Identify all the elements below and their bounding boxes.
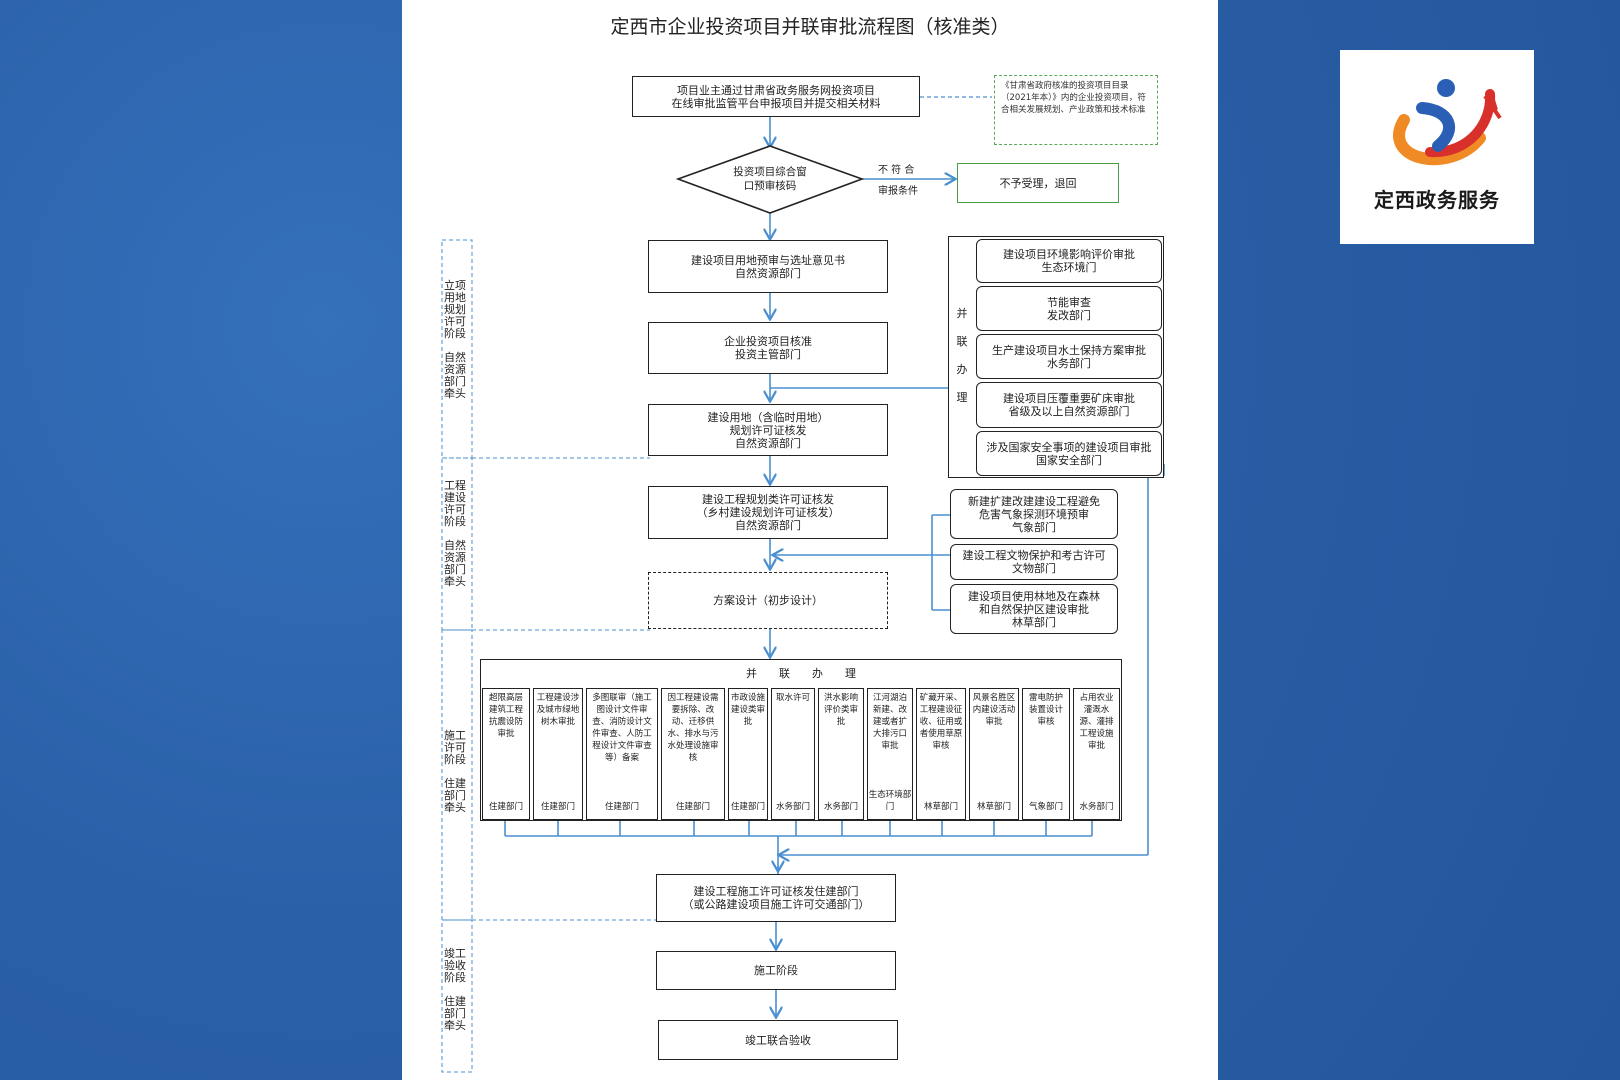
parallel3-col-greenery: 工程建设涉及城市绿地树木审批 住建部门 <box>533 688 583 820</box>
col-text: 工程建设涉及城市绿地树木审批 <box>536 693 580 727</box>
stage-lead: 自然资源部门牵头 <box>444 539 466 588</box>
col-dept: 林草部门 <box>923 802 958 812</box>
col-text: 占用农业灌溉水源、灌排工程设施审批 <box>1079 693 1114 751</box>
stage-label-engineering: 工程建设许可阶段 自然资源部门牵头 <box>444 480 470 588</box>
step-project-approval: 企业投资项目核准 投资主管部门 <box>648 322 888 374</box>
parallel3-col-irrigation: 占用农业灌溉水源、灌排工程设施审批 水务部门 <box>1073 688 1120 820</box>
reject-box: 不予受理，退回 <box>957 163 1119 203</box>
stage-name: 立项用地规划许可阶段 <box>444 279 466 340</box>
logo-text: 定西政务服务 <box>1374 188 1500 212</box>
stage-name: 施工许可阶段 <box>444 729 466 766</box>
step-completion-acceptance: 竣工联合验收 <box>658 1020 898 1060</box>
start-box: 项目业主通过甘肃省政务服务网投资项目 在线审批监管平台申报项目并提交相关材料 <box>632 76 920 117</box>
col-dept: 气象部门 <box>1028 802 1063 812</box>
stage-name: 工程建设许可阶段 <box>444 479 466 528</box>
parallel1-env-impact: 建设项目环境影响评价审批 生态环境门 <box>976 239 1162 283</box>
col-dept: 住建部门 <box>604 802 639 812</box>
col-text: 矿藏开采、工程建设征收、征用或者使用草原审核 <box>919 693 963 751</box>
parallel1-national-security: 涉及国家安全事项的建设项目审批 国家安全部门 <box>976 431 1162 476</box>
government-service-logo-icon <box>1393 79 1502 166</box>
stage-label-completion: 竣工验收阶段 住建部门牵头 <box>444 948 470 1032</box>
col-dept: 生态环境部门 <box>868 790 912 812</box>
parallel3-col-water-intake: 取水许可 水务部门 <box>771 688 815 820</box>
parallel3-col-sewage-outlet: 江河湖泊新建、改建或者扩大排污口审批 生态环境部门 <box>867 688 913 820</box>
col-text: 取水许可 <box>775 693 810 703</box>
step-construction-permit: 建设工程施工许可证核发住建部门 （或公路建设项目施工许可交通部门） <box>656 874 896 922</box>
parallel1-soil-water: 生产建设项目水土保持方案审批 水务部门 <box>976 334 1162 379</box>
step-engineering-planning-permit: 建设工程规划类许可证核发 （乡村建设规划许可证核发） 自然资源部门 <box>648 486 888 539</box>
catalog-note: 《甘肃省政府核准的投资项目目录（2021年本）》内的企业投资项目，符合相关发展规… <box>994 75 1158 145</box>
col-text: 超限高层建筑工程抗震设防审批 <box>488 693 523 739</box>
col-dept: 水务部门 <box>1079 802 1114 812</box>
col-dept: 水务部门 <box>823 802 858 812</box>
stage-lead: 住建部门牵头 <box>444 777 466 814</box>
col-text: 因工程建设需要拆除、改动、迁移供水、排水与污水处理设施审核 <box>667 693 719 763</box>
step-scheme-design: 方案设计（初步设计） <box>648 572 888 629</box>
col-dept: 住建部门 <box>730 802 765 812</box>
reject-condition-label-2: 审报条件 <box>878 186 918 197</box>
col-dept: 林草部门 <box>976 802 1011 812</box>
step-land-preliminary: 建设项目用地预审与选址意见书 自然资源部门 <box>648 240 888 293</box>
parallel3-col-lightning: 雷电防护装置设计审核 气象部门 <box>1022 688 1070 820</box>
col-text: 江河湖泊新建、改建或者扩大排污口审批 <box>872 693 907 751</box>
stage-name: 竣工验收阶段 <box>444 947 466 984</box>
col-text: 风景名胜区内建设活动审批 <box>972 693 1016 727</box>
parallel-group-3 <box>480 659 1122 821</box>
parallel3-col-flood: 洪水影响评价类审批 水务部门 <box>818 688 864 820</box>
decision-label: 投资项目综合窗 口预审核码 <box>733 166 807 192</box>
col-text: 多图联审（施工图设计文件审查、消防设计文件审查、人防工程设计文件审查等）备案 <box>592 693 652 763</box>
step-land-planning-permit: 建设用地（含临时用地） 规划许可证核发 自然资源部门 <box>648 404 888 456</box>
col-dept: 住建部门 <box>675 802 710 812</box>
parallel2-forestry: 建设项目使用林地及在森林 和自然保护区建设审批 林草部门 <box>950 584 1118 634</box>
stage-lead: 自然资源部门牵头 <box>444 351 466 400</box>
col-dept: 水务部门 <box>775 802 810 812</box>
stage-label-construction-permit: 施工许可阶段 住建部门牵头 <box>444 730 470 814</box>
parallel1-mineral-coverage: 建设项目压覆重要矿床审批 省级及以上自然资源部门 <box>976 382 1162 428</box>
parallel-group-3-label: 并 联 办 理 <box>746 667 856 680</box>
stage-label-project-land: 立项用地规划许可阶段 自然资源部门牵头 <box>444 280 470 400</box>
col-text: 雷电防护装置设计审核 <box>1028 693 1063 727</box>
step-construction-stage: 施工阶段 <box>656 951 896 990</box>
parallel3-col-municipal: 市政设施建设类审批 住建部门 <box>728 688 768 820</box>
parallel3-col-scenic-area: 风景名胜区内建设活动审批 林草部门 <box>969 688 1019 820</box>
parallel3-col-drawing-review: 多图联审（施工图设计文件审查、消防设计文件审查、人防工程设计文件审查等）备案 住… <box>586 688 658 820</box>
parallel3-col-grassland: 矿藏开采、工程建设征收、征用或者使用草原审核 林草部门 <box>916 688 966 820</box>
page-title: 定西市企业投资项目并联审批流程图（核准类） <box>610 16 1010 38</box>
stage-lead: 住建部门牵头 <box>444 995 466 1032</box>
logo-card: 定西政务服务 <box>1340 50 1534 244</box>
col-dept: 住建部门 <box>540 802 575 812</box>
parallel2-cultural-relics: 建设工程文物保护和考古许可 文物部门 <box>950 544 1118 580</box>
col-text: 市政设施建设类审批 <box>731 693 766 727</box>
col-text: 洪水影响评价类审批 <box>823 693 858 727</box>
parallel-group-1-label: 并联办理 <box>956 307 968 404</box>
parallel1-energy-review: 节能审查 发改部门 <box>976 286 1162 331</box>
parallel2-meteorology: 新建扩建改建建设工程避免 危害气象探测环境预审 气象部门 <box>950 489 1118 539</box>
parallel3-col-water-facilities: 因工程建设需要拆除、改动、迁移供水、排水与污水处理设施审核 住建部门 <box>661 688 725 820</box>
reject-condition-label-1: 不 符 合 <box>878 165 915 176</box>
col-dept: 住建部门 <box>488 802 523 812</box>
parallel3-col-seismic: 超限高层建筑工程抗震设防审批 住建部门 <box>482 688 530 820</box>
